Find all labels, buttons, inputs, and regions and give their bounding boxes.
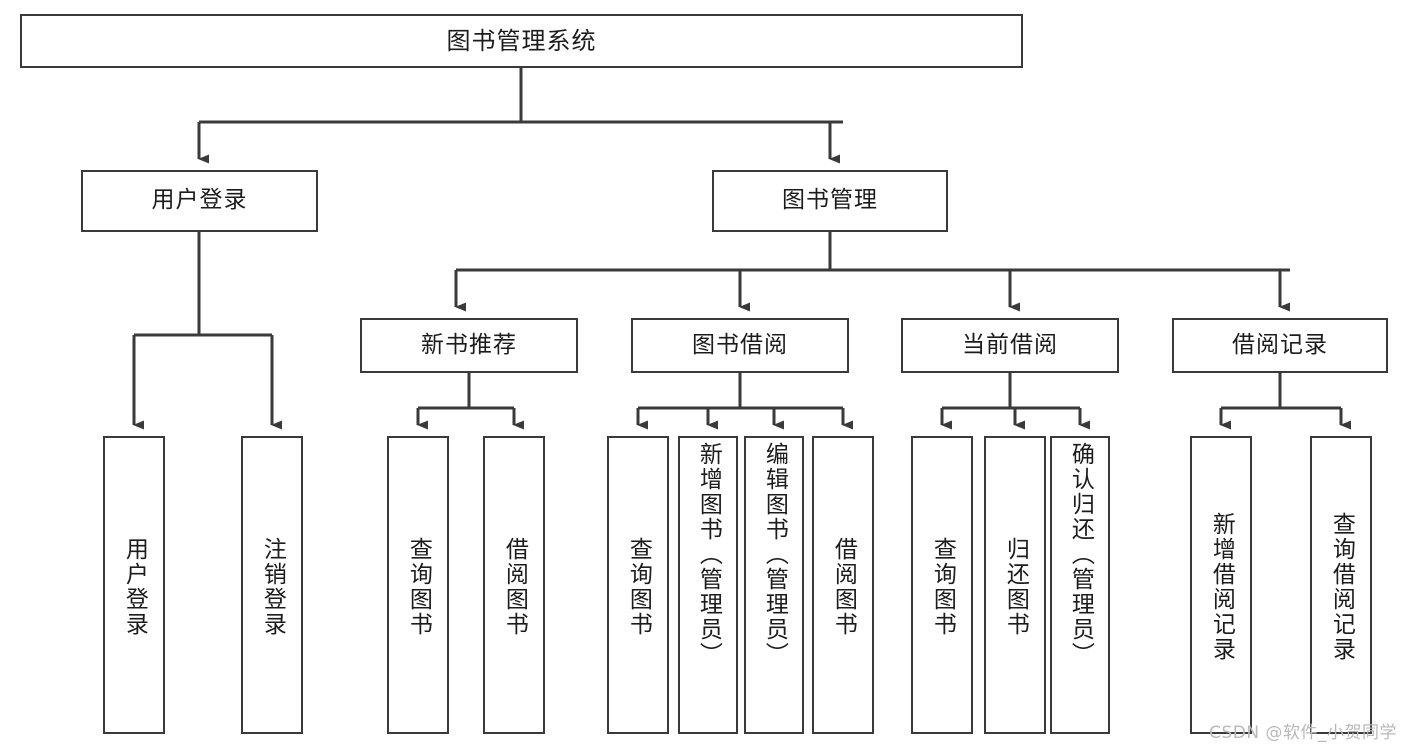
node-label: 借阅记录	[1232, 331, 1328, 358]
node-label: 图书管理	[782, 187, 878, 214]
node-label: 用户登录	[121, 537, 148, 637]
node-label: 新书推荐	[421, 331, 517, 358]
node-current-borrowing[interactable]: 当前借阅	[901, 318, 1119, 373]
node-label: 图书借阅	[692, 331, 788, 358]
node-label: 编辑图书（管理员）	[761, 442, 788, 667]
node-leaf-return-book[interactable]: 归还图书	[984, 436, 1046, 734]
node-leaf-confirm-return-admin[interactable]: 确认归还（管理员）	[1050, 436, 1110, 734]
node-label: 归还图书	[1002, 537, 1029, 637]
node-leaf-query-borrow-record[interactable]: 查询借阅记录	[1310, 436, 1372, 734]
node-label: 新增借阅记录	[1208, 512, 1235, 662]
node-label: 查询图书	[929, 537, 956, 637]
node-leaf-add-book-admin[interactable]: 新增图书（管理员）	[678, 436, 738, 734]
node-label: 新增图书（管理员）	[695, 442, 722, 667]
node-book-borrowing[interactable]: 图书借阅	[631, 318, 849, 373]
node-label: 查询借阅记录	[1328, 512, 1355, 662]
node-new-book-recommendation[interactable]: 新书推荐	[360, 318, 578, 373]
node-leaf-add-borrow-record[interactable]: 新增借阅记录	[1190, 436, 1252, 734]
node-user-login[interactable]: 用户登录	[81, 170, 318, 232]
node-leaf-query-book-new-rec[interactable]: 查询图书	[387, 436, 449, 734]
node-leaf-query-book-borrow[interactable]: 查询图书	[607, 436, 669, 734]
node-book-management[interactable]: 图书管理	[712, 170, 948, 232]
node-label: 用户登录	[151, 187, 248, 214]
node-label: 确认归还（管理员）	[1067, 442, 1094, 667]
node-borrowing-record[interactable]: 借阅记录	[1172, 318, 1388, 373]
node-label: 当前借阅	[962, 331, 1058, 358]
node-root-book-management-system[interactable]: 图书管理系统	[20, 14, 1023, 68]
node-label: 图书管理系统	[446, 26, 597, 55]
node-leaf-logout[interactable]: 注销登录	[241, 436, 303, 734]
node-label: 查询图书	[625, 537, 652, 637]
node-label: 借阅图书	[830, 537, 857, 637]
node-leaf-borrow-book-new-rec[interactable]: 借阅图书	[483, 436, 545, 734]
node-leaf-user-login[interactable]: 用户登录	[103, 436, 165, 734]
node-leaf-borrow-book-borrow[interactable]: 借阅图书	[812, 436, 874, 734]
node-leaf-edit-book-admin[interactable]: 编辑图书（管理员）	[744, 436, 804, 734]
node-label: 注销登录	[259, 537, 286, 637]
node-label: 借阅图书	[501, 537, 528, 637]
node-leaf-query-book-current[interactable]: 查询图书	[911, 436, 973, 734]
node-label: 查询图书	[405, 537, 432, 637]
